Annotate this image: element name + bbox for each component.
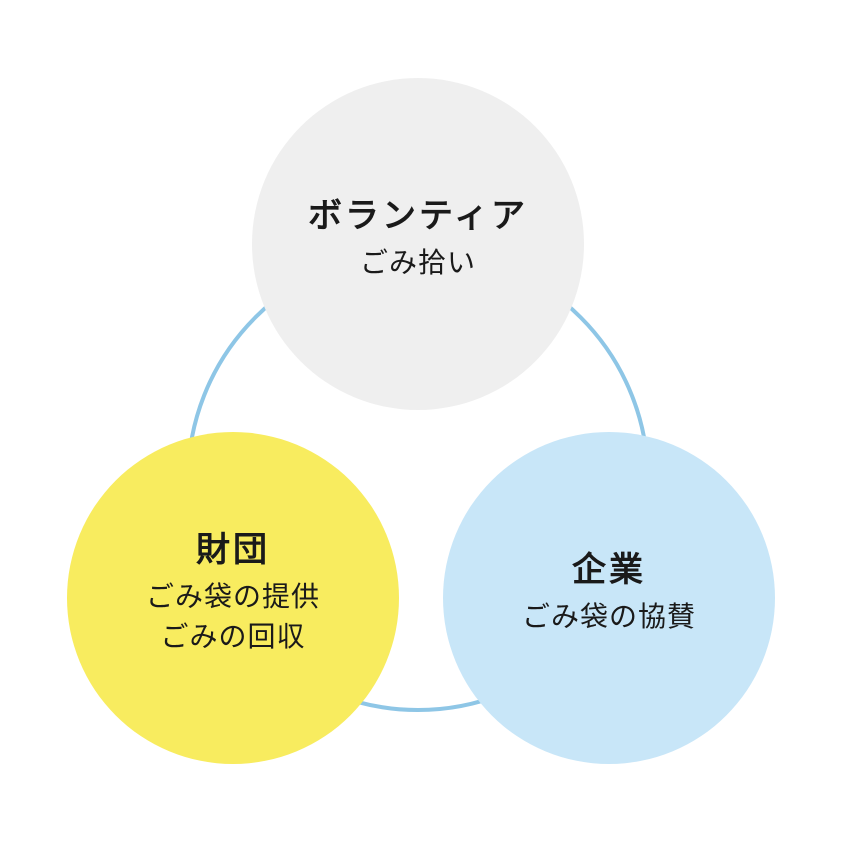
volunteer-title: ボランティア bbox=[308, 196, 528, 236]
volunteer-description-line: ごみ拾い bbox=[359, 246, 476, 279]
foundation-circle: 財団 ごみ袋の提供 ごみの回収 bbox=[67, 432, 399, 764]
foundation-title: 財団 bbox=[195, 530, 270, 570]
foundation-description: ごみ袋の提供 ごみの回収 bbox=[146, 577, 320, 657]
volunteer-description: ごみ拾い bbox=[308, 243, 528, 283]
foundation-description-line: ごみの回収 bbox=[160, 620, 306, 653]
company-title: 企業 bbox=[571, 550, 646, 590]
company-circle: 企業 ごみ袋の協賛 bbox=[443, 432, 775, 764]
company-description-line: ごみ袋の協賛 bbox=[521, 600, 696, 633]
volunteer-circle: ボランティア ごみ拾い bbox=[252, 78, 584, 410]
foundation-description-line: ごみ袋の提供 bbox=[145, 580, 320, 613]
company-description: ごみ袋の協賛 bbox=[522, 597, 696, 637]
